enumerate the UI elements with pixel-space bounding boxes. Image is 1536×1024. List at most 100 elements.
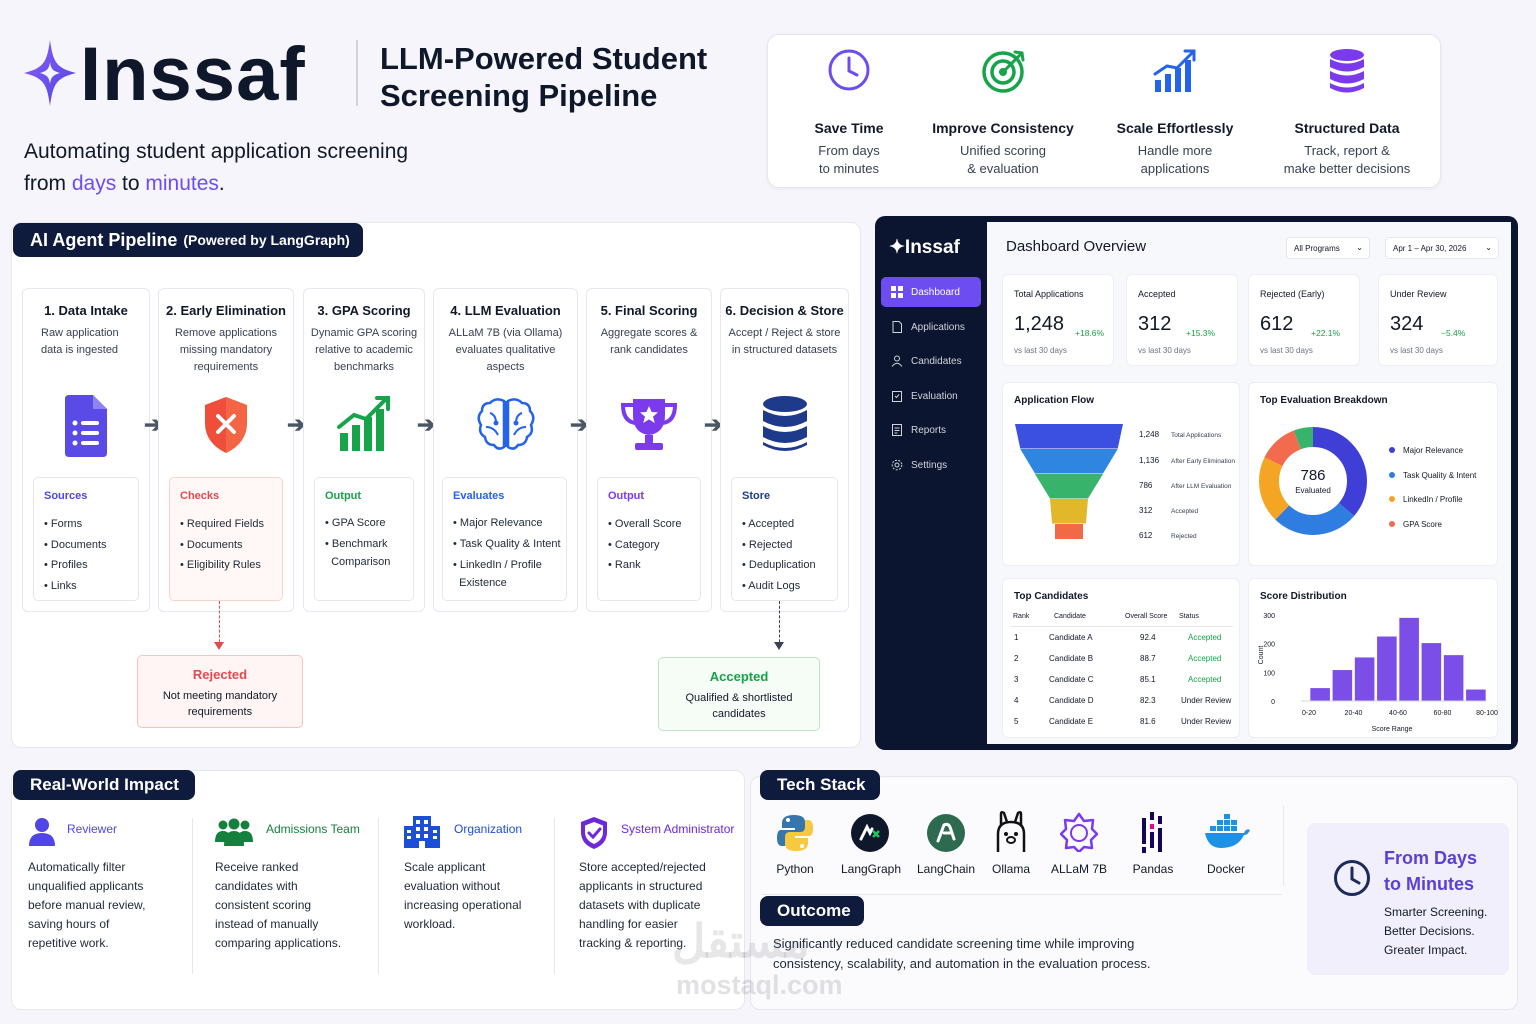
flow-arrow-icon: ➔: [570, 412, 589, 437]
donut-segment: [1259, 427, 1367, 535]
nav-label: Settings: [911, 459, 948, 471]
subbox-list: • GPA Score• Benchmark Comparison: [325, 514, 409, 571]
funnel-category-label: Rejected: [1171, 533, 1197, 540]
tech-label: Pandas: [1132, 862, 1174, 876]
stage-title: 6. Decision & Store: [725, 303, 844, 318]
promo-title: From Days to Minutes: [1384, 845, 1477, 897]
nav-evaluation[interactable]: Evaluation: [881, 381, 981, 411]
donut-chart: [1259, 427, 1367, 535]
tech-label: LangChain: [916, 862, 976, 876]
tech-label: Ollama: [991, 862, 1030, 876]
list-item: • Rejected: [742, 538, 793, 551]
stage-title: 2. Early Elimination: [166, 303, 286, 318]
benefit-title: Structured Data: [1294, 120, 1400, 136]
promo-title-line1: From Days: [1384, 848, 1478, 868]
panel-title: Top Candidates: [1014, 591, 1089, 602]
database-icon: [1330, 49, 1364, 93]
stat-label: Rejected (Early): [1260, 289, 1325, 299]
promo-sub: Smarter Screening. Better Decisions. Gre…: [1384, 905, 1488, 957]
tech-label: LangGraph: [840, 862, 902, 876]
benefit-desc: Unified scoring & evaluation: [960, 143, 1046, 176]
stat-label: Total Applications: [1014, 289, 1084, 299]
sparkle-logo-icon: [24, 40, 76, 106]
stat-label: Under Review: [1390, 289, 1447, 299]
legend-label: Major Relevance: [1403, 446, 1464, 455]
donut-segment: [1259, 427, 1367, 535]
legend-item: Major Relevance: [1389, 439, 1476, 464]
benefit-save-time: Save Time From days to minutes: [769, 48, 929, 178]
legend-dot: [1389, 520, 1395, 527]
column-header: Rank: [1013, 613, 1030, 620]
impact-divider: [378, 818, 379, 974]
nav-settings[interactable]: Settings: [881, 450, 981, 480]
tagline: Automating student application screening…: [24, 136, 408, 200]
tech-heading: Tech Stack: [760, 770, 880, 800]
table-header: Rank Candidate Overall Score Status: [1003, 613, 1241, 625]
benefit-consistency: Improve Consistency Unified scoring & ev…: [923, 48, 1083, 178]
reject-arrowhead-icon: [214, 642, 224, 650]
building-icon: [404, 816, 440, 848]
histogram-bar: [1354, 657, 1375, 701]
tagline-period: .: [218, 172, 225, 195]
impact-title: Reviewer: [67, 822, 118, 836]
impact-heading-text: Real-World Impact: [30, 775, 179, 794]
cell-rank: 4: [1014, 696, 1019, 705]
nav-candidates[interactable]: Candidates: [881, 346, 981, 376]
list-item: • Overall Score: [608, 518, 682, 530]
nav-reports[interactable]: Reports: [881, 415, 981, 445]
list-item: • Rank: [608, 559, 641, 571]
stage-title: 4. LLM Evaluation: [450, 303, 561, 318]
cell-score: 81.6: [1140, 717, 1156, 726]
stat-sub: vs last 30 days: [1390, 346, 1443, 355]
cell-score: 92.4: [1140, 633, 1156, 642]
dashboard-sidebar: ✦Inssaf Dashboard Applications Candidate…: [875, 216, 987, 750]
list-item: • Documents: [180, 538, 243, 551]
x-tick-label: 60-80: [1434, 710, 1452, 717]
stage-final-scoring: 5. Final Scoring Aggregate scores & rank…: [586, 288, 712, 612]
list-item: • GPA Score: [325, 517, 386, 529]
x-tick-label: 40-60: [1389, 710, 1407, 717]
benefit-scale: Scale Effortlessly Handle more applicati…: [1095, 48, 1255, 178]
clock-icon: [828, 49, 870, 91]
benefit-title: Improve Consistency: [932, 120, 1074, 136]
cell-rank: 3: [1014, 675, 1019, 684]
accept-arrowhead-icon: [774, 642, 784, 650]
top-candidates-panel: Top Candidates Rank Candidate Overall Sc…: [1002, 578, 1240, 738]
cell-status: Accepted: [1188, 675, 1222, 684]
pandas-icon: [1142, 812, 1162, 853]
list-item: • Links: [44, 579, 77, 592]
subbox-title: Output: [325, 490, 362, 502]
funnel-category-label: Total Applications: [1171, 432, 1222, 439]
tech-label: Python: [776, 862, 814, 876]
nav-applications[interactable]: Applications: [881, 312, 981, 342]
outcome-text: Significantly reduced candidate screenin…: [773, 936, 1151, 971]
stage-desc: Dynamic GPA scoring relative to academic…: [310, 327, 418, 373]
funnel-segment: [1015, 424, 1123, 449]
legend-label: GPA Score: [1403, 519, 1442, 529]
clock-icon: [1334, 860, 1370, 896]
subbox-list: • Required Fields• Documents• Eligibilit…: [180, 514, 278, 576]
pipeline-heading-text: AI Agent Pipeline: [30, 229, 178, 250]
legend-item: Task Quality & Intent: [1389, 464, 1476, 489]
benefit-title: Save Time: [814, 120, 884, 136]
filter-date-select[interactable]: Apr 1 – Apr 30, 2026⌄: [1385, 237, 1499, 259]
stat-delta: −5.4%: [1441, 328, 1466, 338]
nav-dashboard[interactable]: Dashboard: [881, 277, 981, 307]
legend-dot: [1389, 447, 1395, 453]
allam-icon: [1060, 812, 1098, 852]
histogram-bar: [1421, 643, 1442, 701]
stat-label: Accepted: [1138, 289, 1176, 299]
evaluation-breakdown-panel: Top Evaluation Breakdown 786 Evaluated M…: [1248, 382, 1498, 566]
filter-program-select[interactable]: All Programs⌄: [1286, 237, 1370, 259]
column-header: Candidate: [1054, 613, 1086, 620]
stage-gpa-scoring: 3. GPA Scoring Dynamic GPA scoring relat…: [303, 288, 425, 612]
impact-body: Scale applicant evaluation without incre…: [404, 860, 522, 931]
funnel-segment: [1055, 524, 1083, 539]
